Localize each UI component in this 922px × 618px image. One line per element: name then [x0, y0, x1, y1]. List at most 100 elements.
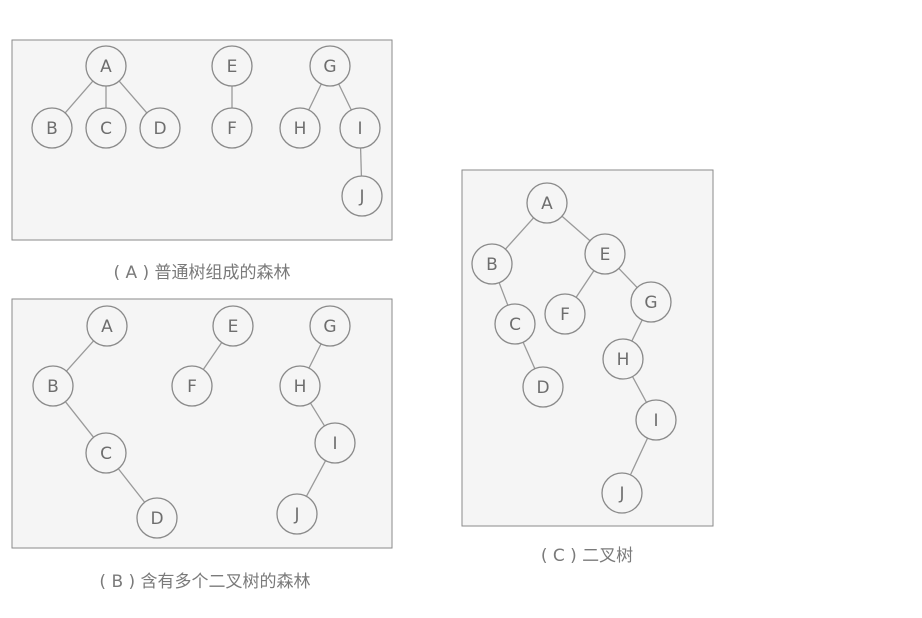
node-circle [211, 45, 253, 87]
panel-c-node-h: H [602, 338, 644, 380]
node-label: J [358, 187, 364, 207]
node-circle [494, 303, 536, 345]
panel-a-node-f: F [211, 107, 253, 149]
node-circle [139, 107, 181, 149]
node-label: I [653, 411, 658, 431]
node-circle [86, 305, 128, 347]
panel-a-edge-g-i [338, 83, 352, 111]
panel-c-edge-e-g [618, 267, 638, 289]
node-label: D [153, 119, 166, 139]
node-circle [314, 422, 356, 464]
panel-c-node-e: E [584, 233, 626, 275]
panel-c-node-j: J [601, 472, 643, 514]
node-circle [32, 365, 74, 407]
node-label: G [644, 293, 657, 313]
node-label: H [294, 377, 307, 397]
node-label: J [618, 484, 624, 504]
node-circle [601, 472, 643, 514]
node-circle [635, 399, 677, 441]
panel-a-node-h: H [279, 107, 321, 149]
node-label: G [323, 317, 336, 337]
panel-c-edge-g-h [631, 319, 643, 342]
panel-c-edge-e-f [575, 270, 595, 298]
panel-c-edges [498, 215, 649, 476]
node-label: A [541, 194, 553, 214]
panel-b-edge-i-j [305, 460, 327, 497]
node-circle [584, 233, 626, 275]
panel-a-node-e: E [211, 45, 253, 87]
node-circle [522, 366, 564, 408]
node-circle [85, 432, 127, 474]
panel-c-node-f: F [544, 293, 586, 335]
panel-b-edges [64, 340, 327, 503]
node-circle [544, 293, 586, 335]
node-label: F [560, 305, 570, 325]
panel-a-edge-i-j [359, 147, 363, 177]
node-label: B [46, 119, 58, 139]
panel-a-node-g: G [309, 45, 351, 87]
panel-c-nodes: A B C D E F G H I J [471, 182, 677, 514]
node-label: J [293, 505, 299, 525]
panel-b-node-h: H [279, 365, 321, 407]
panel-a-node-i: I [339, 107, 381, 149]
panel-c-edge-b-c [498, 282, 509, 306]
panel-a: A B C D E F G H I J ( A ) 普通树组成的森林 [11, 39, 393, 283]
panel-b-edge-a-b [65, 340, 95, 372]
panel-c-node-g: G [630, 281, 672, 323]
node-circle [471, 243, 513, 285]
panel-c-edge-h-i [631, 376, 648, 403]
panel-b-node-i: I [314, 422, 356, 464]
node-circle [630, 281, 672, 323]
node-circle [339, 107, 381, 149]
panel-b-node-e: E [212, 305, 254, 347]
node-label: H [294, 119, 307, 139]
node-circle [211, 107, 253, 149]
panel-b-node-b: B [32, 365, 74, 407]
node-label: I [357, 119, 362, 139]
node-label: D [536, 378, 549, 398]
panel-c-node-d: D [522, 366, 564, 408]
panel-b-node-d: D [136, 497, 178, 539]
panel-b-node-g: G [309, 305, 351, 347]
node-label: A [101, 317, 113, 337]
node-label: E [227, 57, 238, 77]
node-label: I [332, 434, 337, 454]
node-label: B [486, 255, 498, 275]
node-label: C [100, 444, 112, 464]
panel-c-edge-a-b [504, 217, 535, 250]
node-circle [136, 497, 178, 539]
panel-a-edge-a-d [118, 80, 148, 114]
node-label: D [150, 509, 163, 529]
panel-a-nodes: A B C D E F G H I J [31, 45, 383, 217]
panel-b-caption: ( B ) 含有多个二叉树的森林 [99, 572, 310, 592]
panel-c-node-b: B [471, 243, 513, 285]
panel-b-edge-g-h [308, 343, 322, 369]
panel-b-node-j: J [276, 493, 318, 535]
node-circle [276, 493, 318, 535]
node-label: B [47, 377, 59, 397]
node-label: C [100, 119, 112, 139]
node-circle [31, 107, 73, 149]
node-label: H [617, 350, 630, 370]
node-circle [526, 182, 568, 224]
node-label: E [228, 317, 239, 337]
node-label: G [323, 57, 336, 77]
panel-b-edge-h-i [309, 402, 326, 427]
panel-c-edge-i-j [629, 437, 649, 476]
panel-a-caption: ( A ) 普通树组成的森林 [113, 263, 290, 283]
panel-c-node-a: A [526, 182, 568, 224]
node-circle [309, 305, 351, 347]
panel-a-edge-a-b [64, 80, 94, 114]
node-label: F [227, 119, 237, 139]
panel-a-node-j: J [341, 175, 383, 217]
panel-a-node-a: A [85, 45, 127, 87]
panel-c-edge-a-e [561, 215, 591, 242]
node-label: C [509, 315, 521, 335]
node-circle [171, 365, 213, 407]
panel-a-edges [64, 80, 363, 177]
node-circle [309, 45, 351, 87]
panel-a-edge-g-h [308, 83, 322, 111]
